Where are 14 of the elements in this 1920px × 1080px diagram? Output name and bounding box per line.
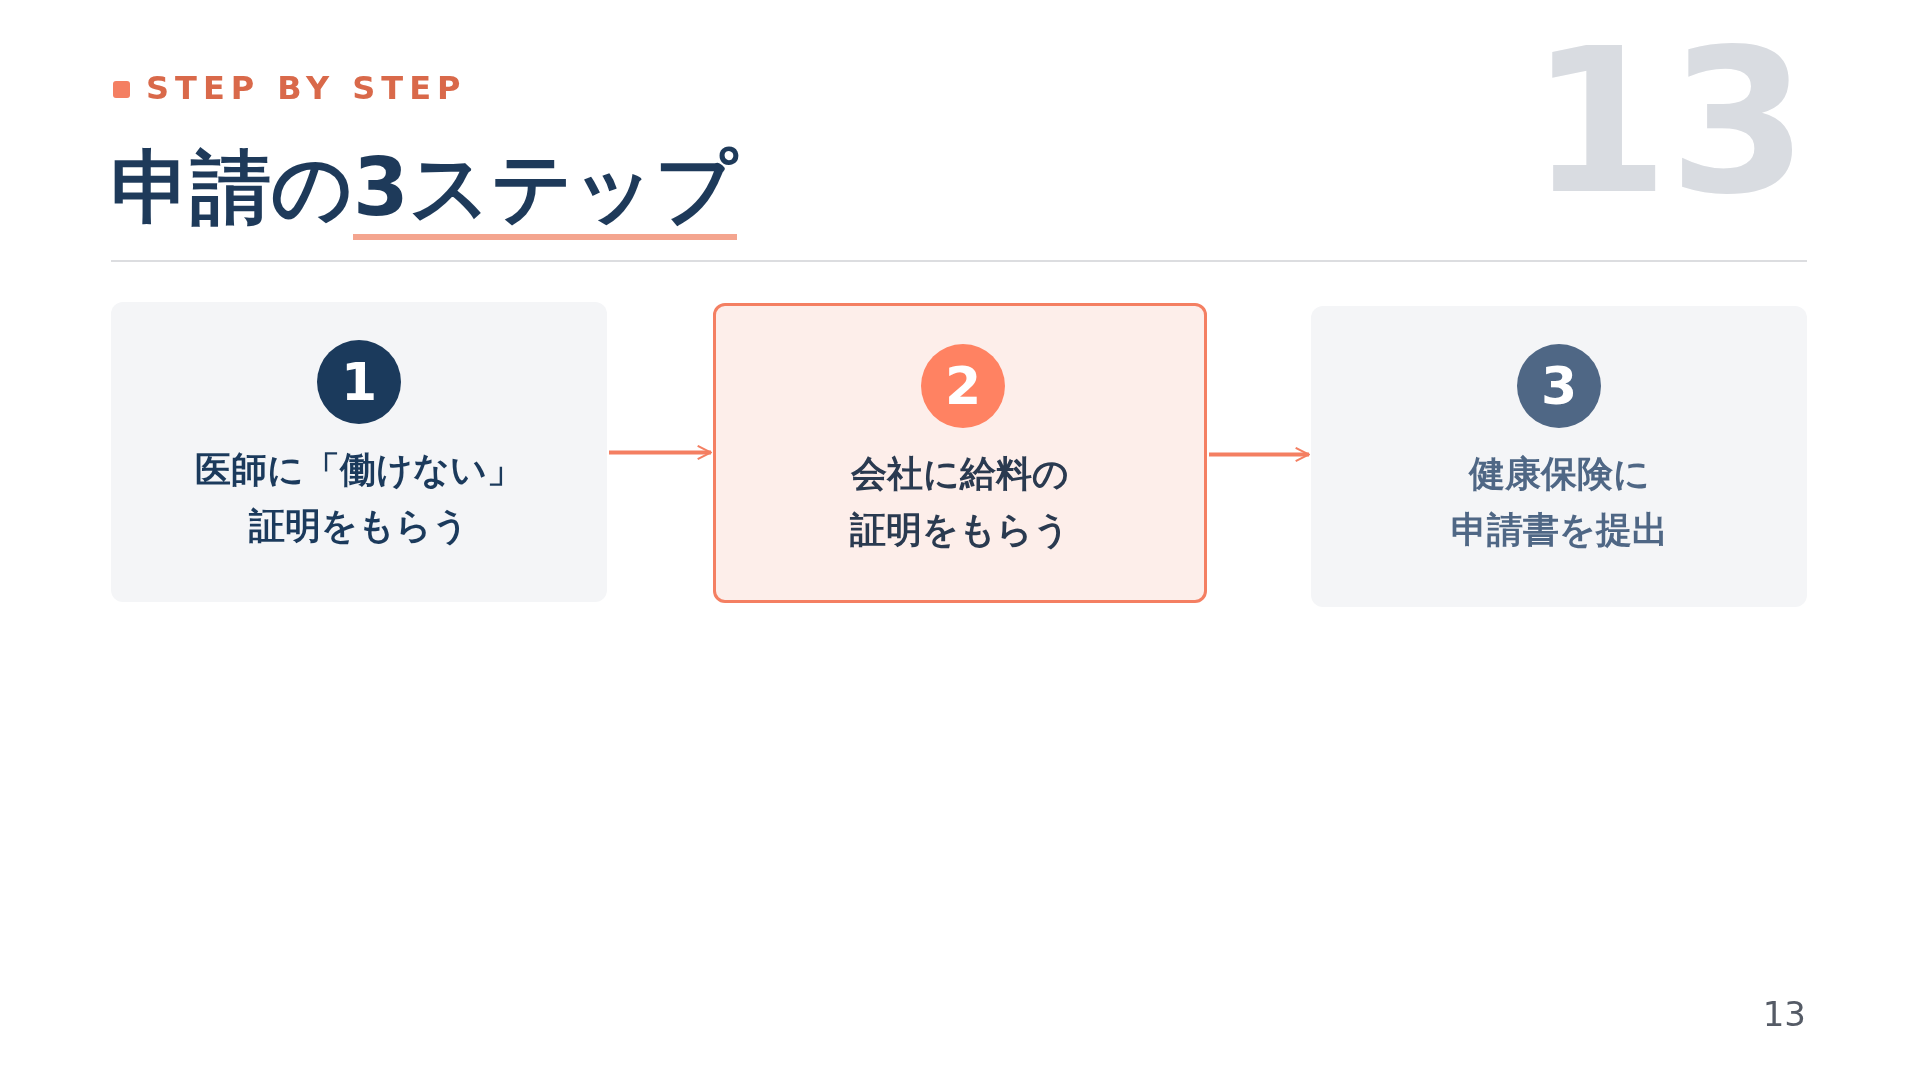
step-card [713, 303, 1207, 603]
slide-title: 申請の3ステップ [111, 138, 737, 238]
arrow [609, 444, 712, 461]
step-card [111, 302, 607, 602]
step-text: 会社に給料の証明をもらう [849, 452, 1071, 552]
number-badge: 3 [1517, 344, 1601, 428]
step-text: 医師に「働けない」証明をもらう [194, 448, 524, 548]
step-text: 健康保険に申請書を提出 [1449, 452, 1669, 552]
page-number: 13 [1762, 994, 1806, 1034]
step-card [1311, 306, 1807, 607]
arrow [1209, 446, 1310, 463]
number-badge: 2 [921, 344, 1005, 428]
section-label: STEP BY STEP [146, 68, 467, 108]
number-badge: 1 [317, 340, 401, 424]
